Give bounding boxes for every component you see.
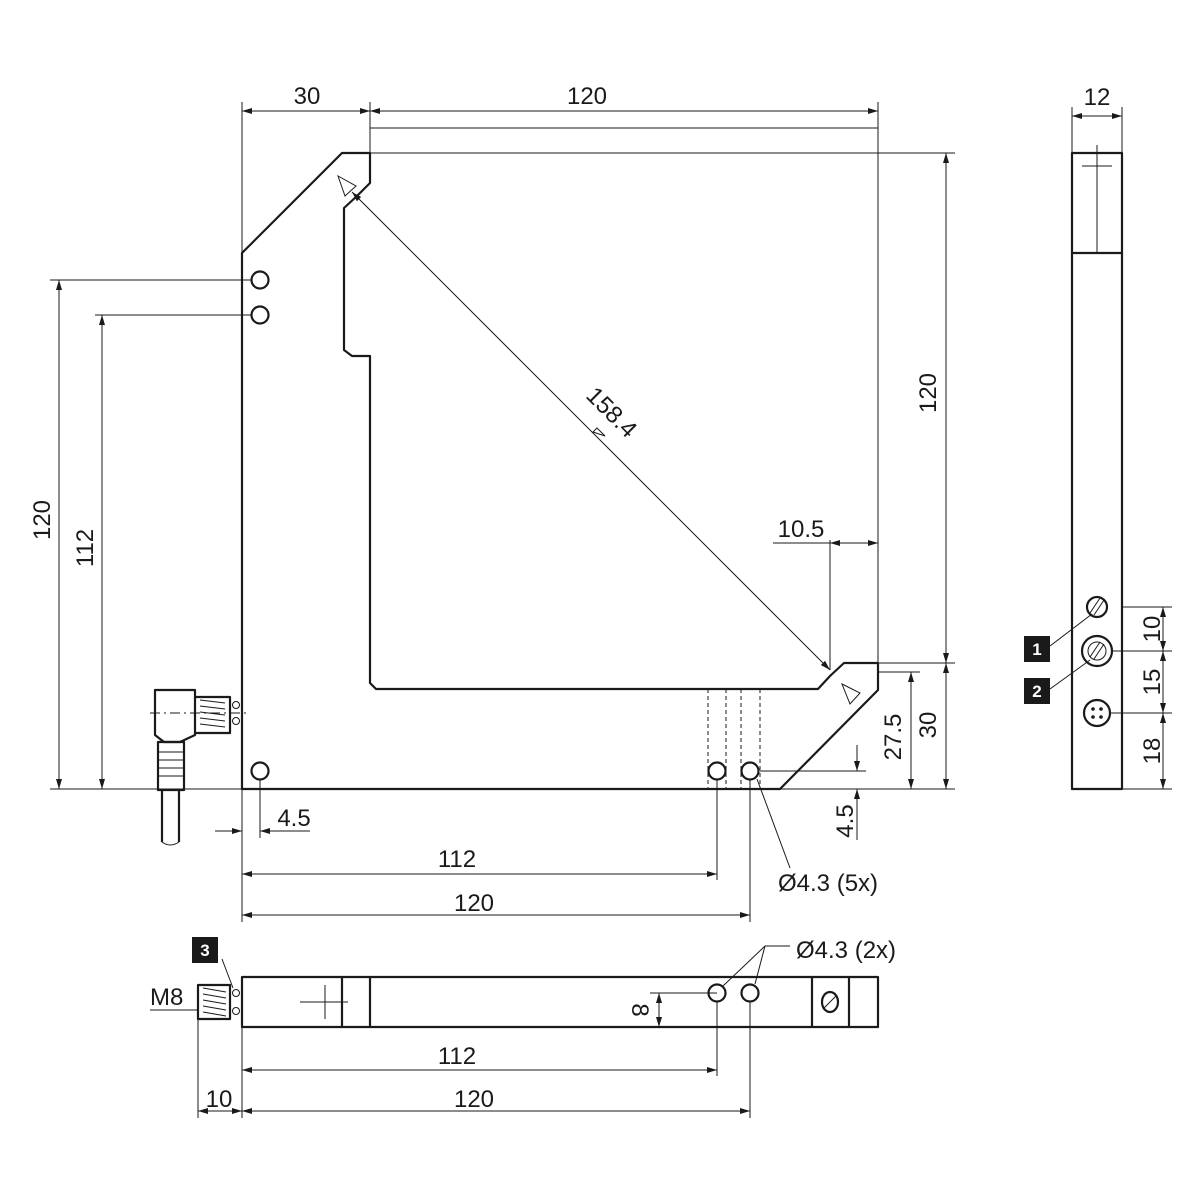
light-direction-marker-bottom [841, 682, 861, 705]
m8-connector-bottom [196, 983, 240, 1021]
dim-18-side: 18 [1139, 738, 1166, 765]
hole-note-5x: Ø4.3 (5x) [778, 870, 878, 897]
connector-socket [1082, 698, 1112, 728]
callout-badge-2 [1024, 678, 1050, 704]
dim-112-left: 112 [72, 529, 99, 567]
mounting-hole [707, 761, 727, 781]
front-view: 30 120 120 158.4 10.5 27.5 30 4.5 [29, 83, 955, 922]
mounting-hole [250, 270, 270, 290]
dim-4-5-right: 4.5 [832, 804, 859, 837]
dim-30-top: 30 [294, 83, 321, 110]
light-direction-marker-top [337, 174, 357, 197]
m8-connector-side [150, 688, 248, 846]
side-view: 12 10 15 18 1 2 [1024, 84, 1172, 791]
dim-120-right: 120 [915, 373, 942, 413]
svg-text:3: 3 [200, 941, 209, 960]
mounting-hole [250, 305, 270, 325]
mounting-hole [250, 761, 270, 781]
dim-12: 12 [1084, 84, 1111, 111]
dim-30-right: 30 [915, 712, 942, 739]
dim-112-bottom-view: 112 [438, 1043, 476, 1070]
dim-4-5-bottom: 4.5 [277, 805, 310, 832]
dim-15-side: 15 [1139, 669, 1166, 696]
svg-text:1: 1 [1032, 640, 1041, 659]
dim-10-side: 10 [1139, 616, 1166, 643]
dim-10-bottom-view: 10 [206, 1086, 233, 1113]
bottom-body [240, 975, 880, 1029]
dim-112-bottom: 112 [438, 846, 476, 873]
dim-120-left: 120 [29, 500, 56, 540]
thread-label-m8: M8 [150, 984, 183, 1011]
dim-120-bottom: 120 [454, 890, 494, 917]
mounting-hole-bottom [740, 983, 760, 1003]
dim-diagonal-158-4: 158.4 [581, 382, 643, 444]
led-window [820, 990, 840, 1014]
bottom-view: M8 3 8 Ø4.3 (2x) 112 120 10 [150, 937, 896, 1118]
frame-outline [240, 151, 880, 791]
callout-badge-1 [1024, 636, 1050, 662]
dim-8: 8 [626, 1003, 653, 1016]
svg-text:2: 2 [1032, 682, 1041, 701]
dim-120-top: 120 [567, 83, 607, 110]
hole-note-2x: Ø4.3 (2x) [796, 937, 896, 964]
dim-120-bottom-view: 120 [454, 1086, 494, 1113]
callout-badge-3 [192, 937, 218, 963]
led-indicator-1 [1085, 595, 1109, 619]
mounting-hole [740, 761, 760, 781]
led-indicator-2 [1080, 634, 1114, 668]
dim-27-5: 27.5 [880, 714, 907, 761]
dim-10-5: 10.5 [778, 516, 825, 543]
